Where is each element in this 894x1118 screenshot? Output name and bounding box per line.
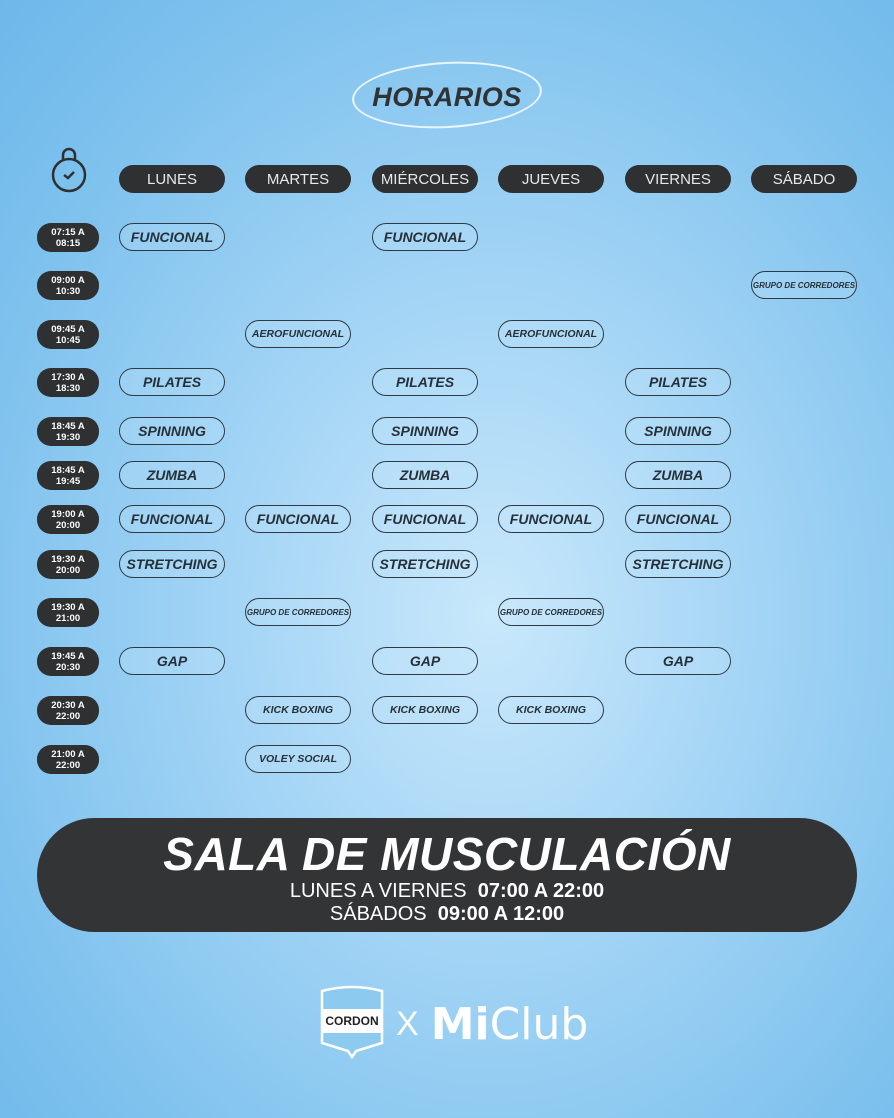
class-pill: FUNCIONAL [245,505,351,533]
time-slot: 09:45 A 10:45 [37,320,99,349]
cordon-logo: CORDON [320,985,384,1064]
class-pill: GRUPO DE CORREDORES [245,598,351,626]
class-pill: FUNCIONAL [372,505,478,533]
time-slot: 07:15 A 08:15 [37,223,99,252]
class-pill: PILATES [119,368,225,396]
page-title: HORARIOS [372,82,522,112]
class-pill: AEROFUNCIONAL [245,320,351,348]
stopwatch-icon [51,147,87,193]
time-slot: 18:45 A 19:30 [37,417,99,446]
weekday-label: LUNES A VIERNES [289,880,467,902]
class-pill: ZUMBA [372,461,478,489]
time-slot: 19:30 A 20:00 [37,550,99,579]
class-pill: STRETCHING [625,550,731,578]
class-pill: PILATES [625,368,731,396]
day-header: JUEVES [498,165,604,193]
day-header: SÁBADO [751,165,857,193]
class-pill: KICK BOXING [498,696,604,724]
class-pill: GRUPO DE CORREDORES [751,271,857,299]
separator: X [396,1005,419,1043]
footer-logos: CORDON X MiClub [320,985,588,1064]
day-header: MARTES [245,165,351,193]
class-pill: SPINNING [625,417,731,445]
class-pill: FUNCIONAL [372,223,478,251]
class-pill: GAP [625,647,731,675]
saturday-time: 09:00 A 12:00 [437,903,565,925]
day-header: MIÉRCOLES [372,165,478,193]
cordon-shield-icon [320,985,384,1060]
class-pill: FUNCIONAL [119,505,225,533]
miclub-bold: Mi [430,999,490,1050]
class-pill: GAP [119,647,225,675]
class-pill: STRETCHING [119,550,225,578]
class-pill: GAP [372,647,478,675]
gym-title: SALA DE MUSCULACIÓN [163,828,731,880]
class-pill: FUNCIONAL [498,505,604,533]
time-slot: 09:00 A 10:30 [37,271,99,300]
time-slot: 19:45 A 20:30 [37,647,99,676]
class-pill: PILATES [372,368,478,396]
saturday-label: SÁBADOS [329,903,427,925]
class-pill: GRUPO DE CORREDORES [498,598,604,626]
gym-hours-banner: SALA DE MUSCULACIÓN LUNES A VIERNES 07:0… [37,818,857,932]
class-pill: VOLEY SOCIAL [245,745,351,773]
miclub-rest: Club [489,999,589,1050]
time-slot: 17:30 A 18:30 [37,368,99,397]
time-slot: 20:30 A 22:00 [37,696,99,725]
time-slot: 21:00 A 22:00 [37,745,99,774]
class-pill: SPINNING [372,417,478,445]
weekday-time: 07:00 A 22:00 [477,880,605,902]
time-slot: 18:45 A 19:45 [37,461,99,490]
time-slot: 19:30 A 21:00 [37,598,99,627]
class-pill: FUNCIONAL [119,223,225,251]
weekday-hours: LUNES A VIERNES 07:00 A 22:00 [37,880,857,903]
cordon-text: CORDON [325,1014,379,1028]
miclub-logo: MiClub [431,999,589,1050]
day-header: VIERNES [625,165,731,193]
class-pill: KICK BOXING [372,696,478,724]
saturday-hours: SÁBADOS 09:00 A 12:00 [37,903,857,926]
time-slot: 19:00 A 20:00 [37,505,99,534]
class-pill: ZUMBA [119,461,225,489]
class-pill: STRETCHING [372,550,478,578]
class-pill: KICK BOXING [245,696,351,724]
class-pill: SPINNING [119,417,225,445]
class-pill: AEROFUNCIONAL [498,320,604,348]
day-header: LUNES [119,165,225,193]
class-pill: ZUMBA [625,461,731,489]
class-pill: FUNCIONAL [625,505,731,533]
